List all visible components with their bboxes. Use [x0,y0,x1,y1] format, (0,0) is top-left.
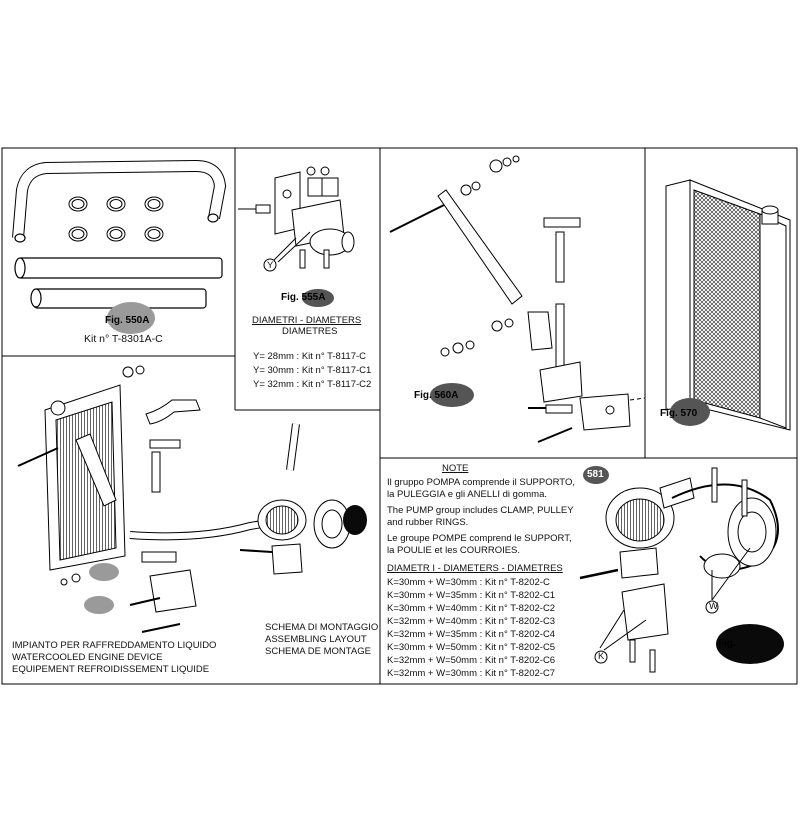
kit-row-555a-3: Y= 32mm : Kit n° T-8117-C2 [253,379,372,390]
note-fr-line-1: Le groupe POMPE comprend le SUPPORT, [387,533,572,544]
note-it-line-2: la PULEGGIA e gli ANELLI di gomma. [387,489,547,500]
note-fr-line-2: la POULIE et les COURROIES. [387,545,521,556]
linkage-560a-illustration [389,155,646,443]
bracket-555a-illustration [238,166,355,272]
hose-clamps [68,196,164,242]
note-it-line-1: Il gruppo POMPA comprende il SUPPORTO, [387,477,575,488]
fig-555a-label: Fig. 555A [281,292,326,303]
pump-kit-row-8: K=32mm + W=30mm : Kit n° T-8202-C7 [387,668,556,679]
note-en-line-1: The PUMP group includes CLAMP, PULLEY [387,505,574,516]
note-title: NOTE [442,463,469,474]
pump-kit-row-6: K=30mm + W=50mm : Kit n° T-8202-C5 [387,642,556,653]
assembly-illustration [17,365,351,633]
kit-row-555a-2: Y= 30mm : Kit n° T-8117-C1 [253,365,372,376]
note-en-line-2: and rubber RINGS. [387,517,469,528]
assembly-title-en: WATERCOOLED ENGINE DEVICE [12,652,163,663]
fig-570-marker [670,398,710,426]
pump-kit-row-2: K=30mm + W=35mm : Kit n° T-8202-C1 [387,590,556,601]
layout-label-fr: SCHEMA DE MONTAGE [265,646,371,657]
pump-kit-row-3: K=30mm + W=40mm : Kit n° T-8202-C2 [387,603,556,614]
fig-570-label: Fig. 570 [660,408,698,419]
pump-kit-row-5: K=32mm + W=35mm : Kit n° T-8202-C4 [387,629,556,640]
kit-row-555a-1: Y= 28mm : Kit n° T-8117-C [253,351,367,362]
pump-diameters-heading: DIAMETR I - DIAMETERS - DIAMETRES [387,563,563,574]
fig-550a-marker [107,302,155,334]
kit-550a-label: Kit n° T-8301A-C [84,333,163,345]
pump-kit-row-7: K=32mm + W=50mm : Kit n° T-8202-C6 [387,655,556,666]
ref-581-label: 581 [587,469,604,480]
fig-560a-label: Fig. 560A [414,390,459,401]
pump-markers [583,466,784,664]
diameters-heading-555a: DIAMETRI - DIAMETERS [252,315,362,326]
pump-kit-row-1: K=30mm + W=30mm : Kit n° T-8202-C [387,577,550,588]
layout-label-it: SCHEMA DI MONTAGGIO [265,622,379,633]
diameters-subheading-555a: DIAMETRES [282,326,338,337]
assembly-title-fr: EQUIPEMENT REFROIDISSEMENT LIQUIDE [12,664,210,675]
pump-581-illustration [579,467,779,673]
layout-label-en: ASSEMBLING LAYOUT [265,634,367,645]
radiator-570-illustration [665,179,791,431]
callout-k: K [598,651,605,662]
assembly-title-it: IMPIANTO PER RAFFREDDAMENTO LIQUIDO [12,640,217,651]
callout-w: W [709,601,718,612]
fig-555a-marker [302,289,334,307]
callout-y: Y [267,260,274,271]
hose-kit-illustration [12,159,227,309]
fig-pump-label: Fig. [718,638,736,649]
fig-560a-marker [430,383,474,407]
assembly-markers [84,505,367,614]
pump-kit-row-4: K=32mm + W=40mm : Kit n° T-8202-C3 [387,616,556,627]
panel-borders [1,147,798,685]
fig-550a-label: Fig. 550A [105,315,150,326]
